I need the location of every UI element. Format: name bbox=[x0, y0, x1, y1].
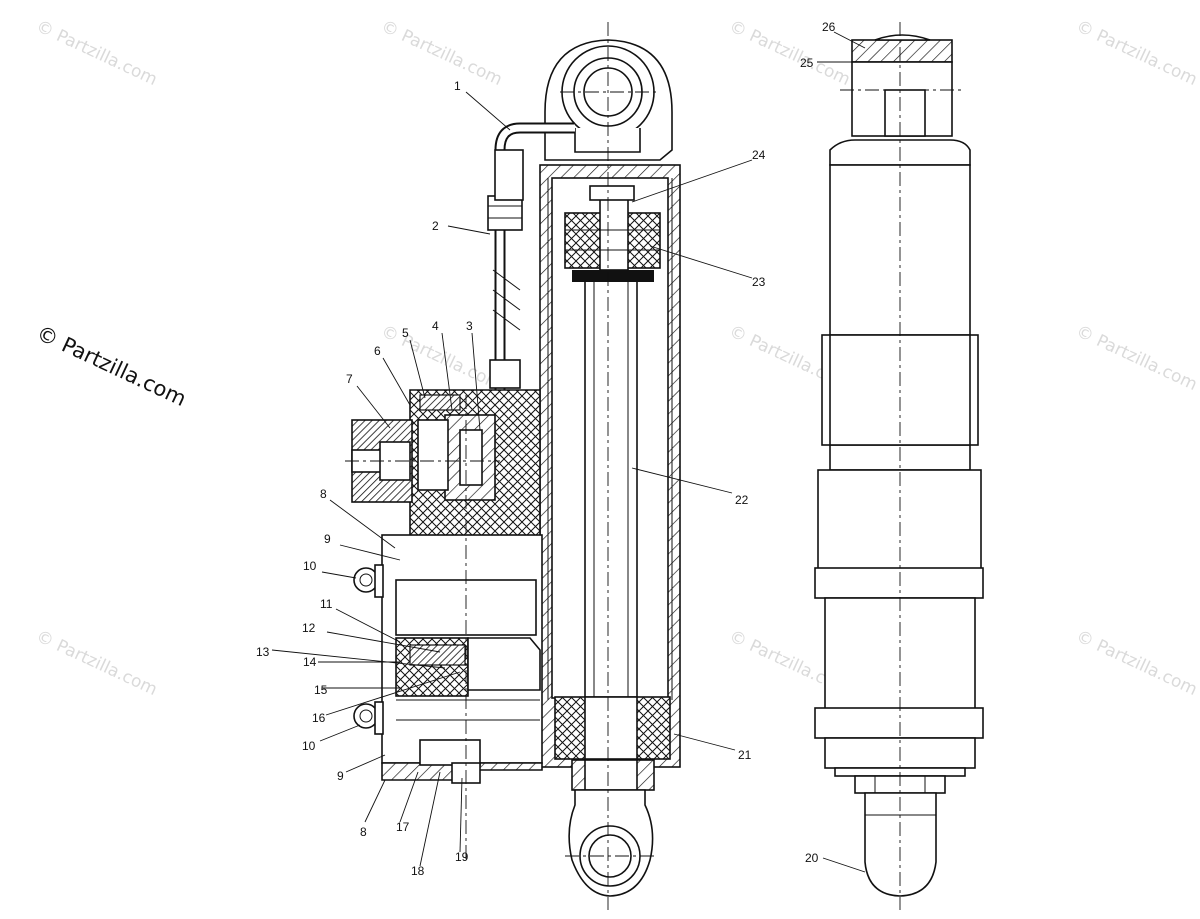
callout-labels: 1 2 3 4 5 6 7 8 9 10 11 12 13 14 15 16 1… bbox=[256, 20, 836, 878]
callout-label: 18 bbox=[411, 864, 425, 878]
callout-label: 22 bbox=[735, 493, 749, 507]
callout-label: 3 bbox=[466, 319, 473, 333]
callout-label: 26 bbox=[822, 20, 836, 34]
callout-label: 2 bbox=[432, 219, 439, 233]
watermark: © Partzilla.com bbox=[378, 321, 505, 395]
callout-label: 21 bbox=[738, 748, 752, 762]
callout-label: 11 bbox=[320, 597, 333, 611]
watermark: © Partzilla.com bbox=[33, 626, 160, 700]
callout-label: 19 bbox=[455, 850, 469, 864]
callout-label: 24 bbox=[752, 148, 766, 162]
callout-label: 25 bbox=[800, 56, 814, 70]
shock-section-view bbox=[345, 22, 681, 910]
callout-label: 1 bbox=[454, 79, 461, 93]
callout-label: 13 bbox=[256, 645, 270, 659]
shock-exterior-view bbox=[814, 22, 984, 910]
callout-label: 23 bbox=[752, 275, 766, 289]
callout-label: 9 bbox=[324, 532, 331, 546]
callout-label: 8 bbox=[360, 825, 367, 839]
callout-label: 7 bbox=[346, 372, 353, 386]
callout-label: 8 bbox=[320, 487, 327, 501]
watermark: © Partzilla.com bbox=[33, 16, 160, 90]
callout-label: 4 bbox=[432, 319, 439, 333]
callout-label: 12 bbox=[302, 621, 316, 635]
watermark: © Partzilla.com bbox=[1073, 16, 1200, 90]
callout-label: 15 bbox=[314, 683, 328, 697]
callout-label: 16 bbox=[312, 711, 326, 725]
callout-label: 17 bbox=[396, 820, 410, 834]
copyright-label: © Partzilla.com bbox=[33, 321, 190, 411]
watermark: © Partzilla.com bbox=[1073, 626, 1200, 700]
callout-label: 20 bbox=[805, 851, 819, 865]
leader-lines bbox=[271, 31, 866, 873]
callout-label: 10 bbox=[303, 559, 317, 573]
callout-label: 5 bbox=[402, 326, 409, 340]
callout-label: 10 bbox=[302, 739, 316, 753]
callout-label: 9 bbox=[337, 769, 344, 783]
watermark: © Partzilla.com bbox=[1073, 321, 1200, 395]
callout-label: 14 bbox=[303, 655, 317, 669]
callout-label: 6 bbox=[374, 344, 381, 358]
watermark: © Partzilla.com bbox=[378, 16, 505, 90]
